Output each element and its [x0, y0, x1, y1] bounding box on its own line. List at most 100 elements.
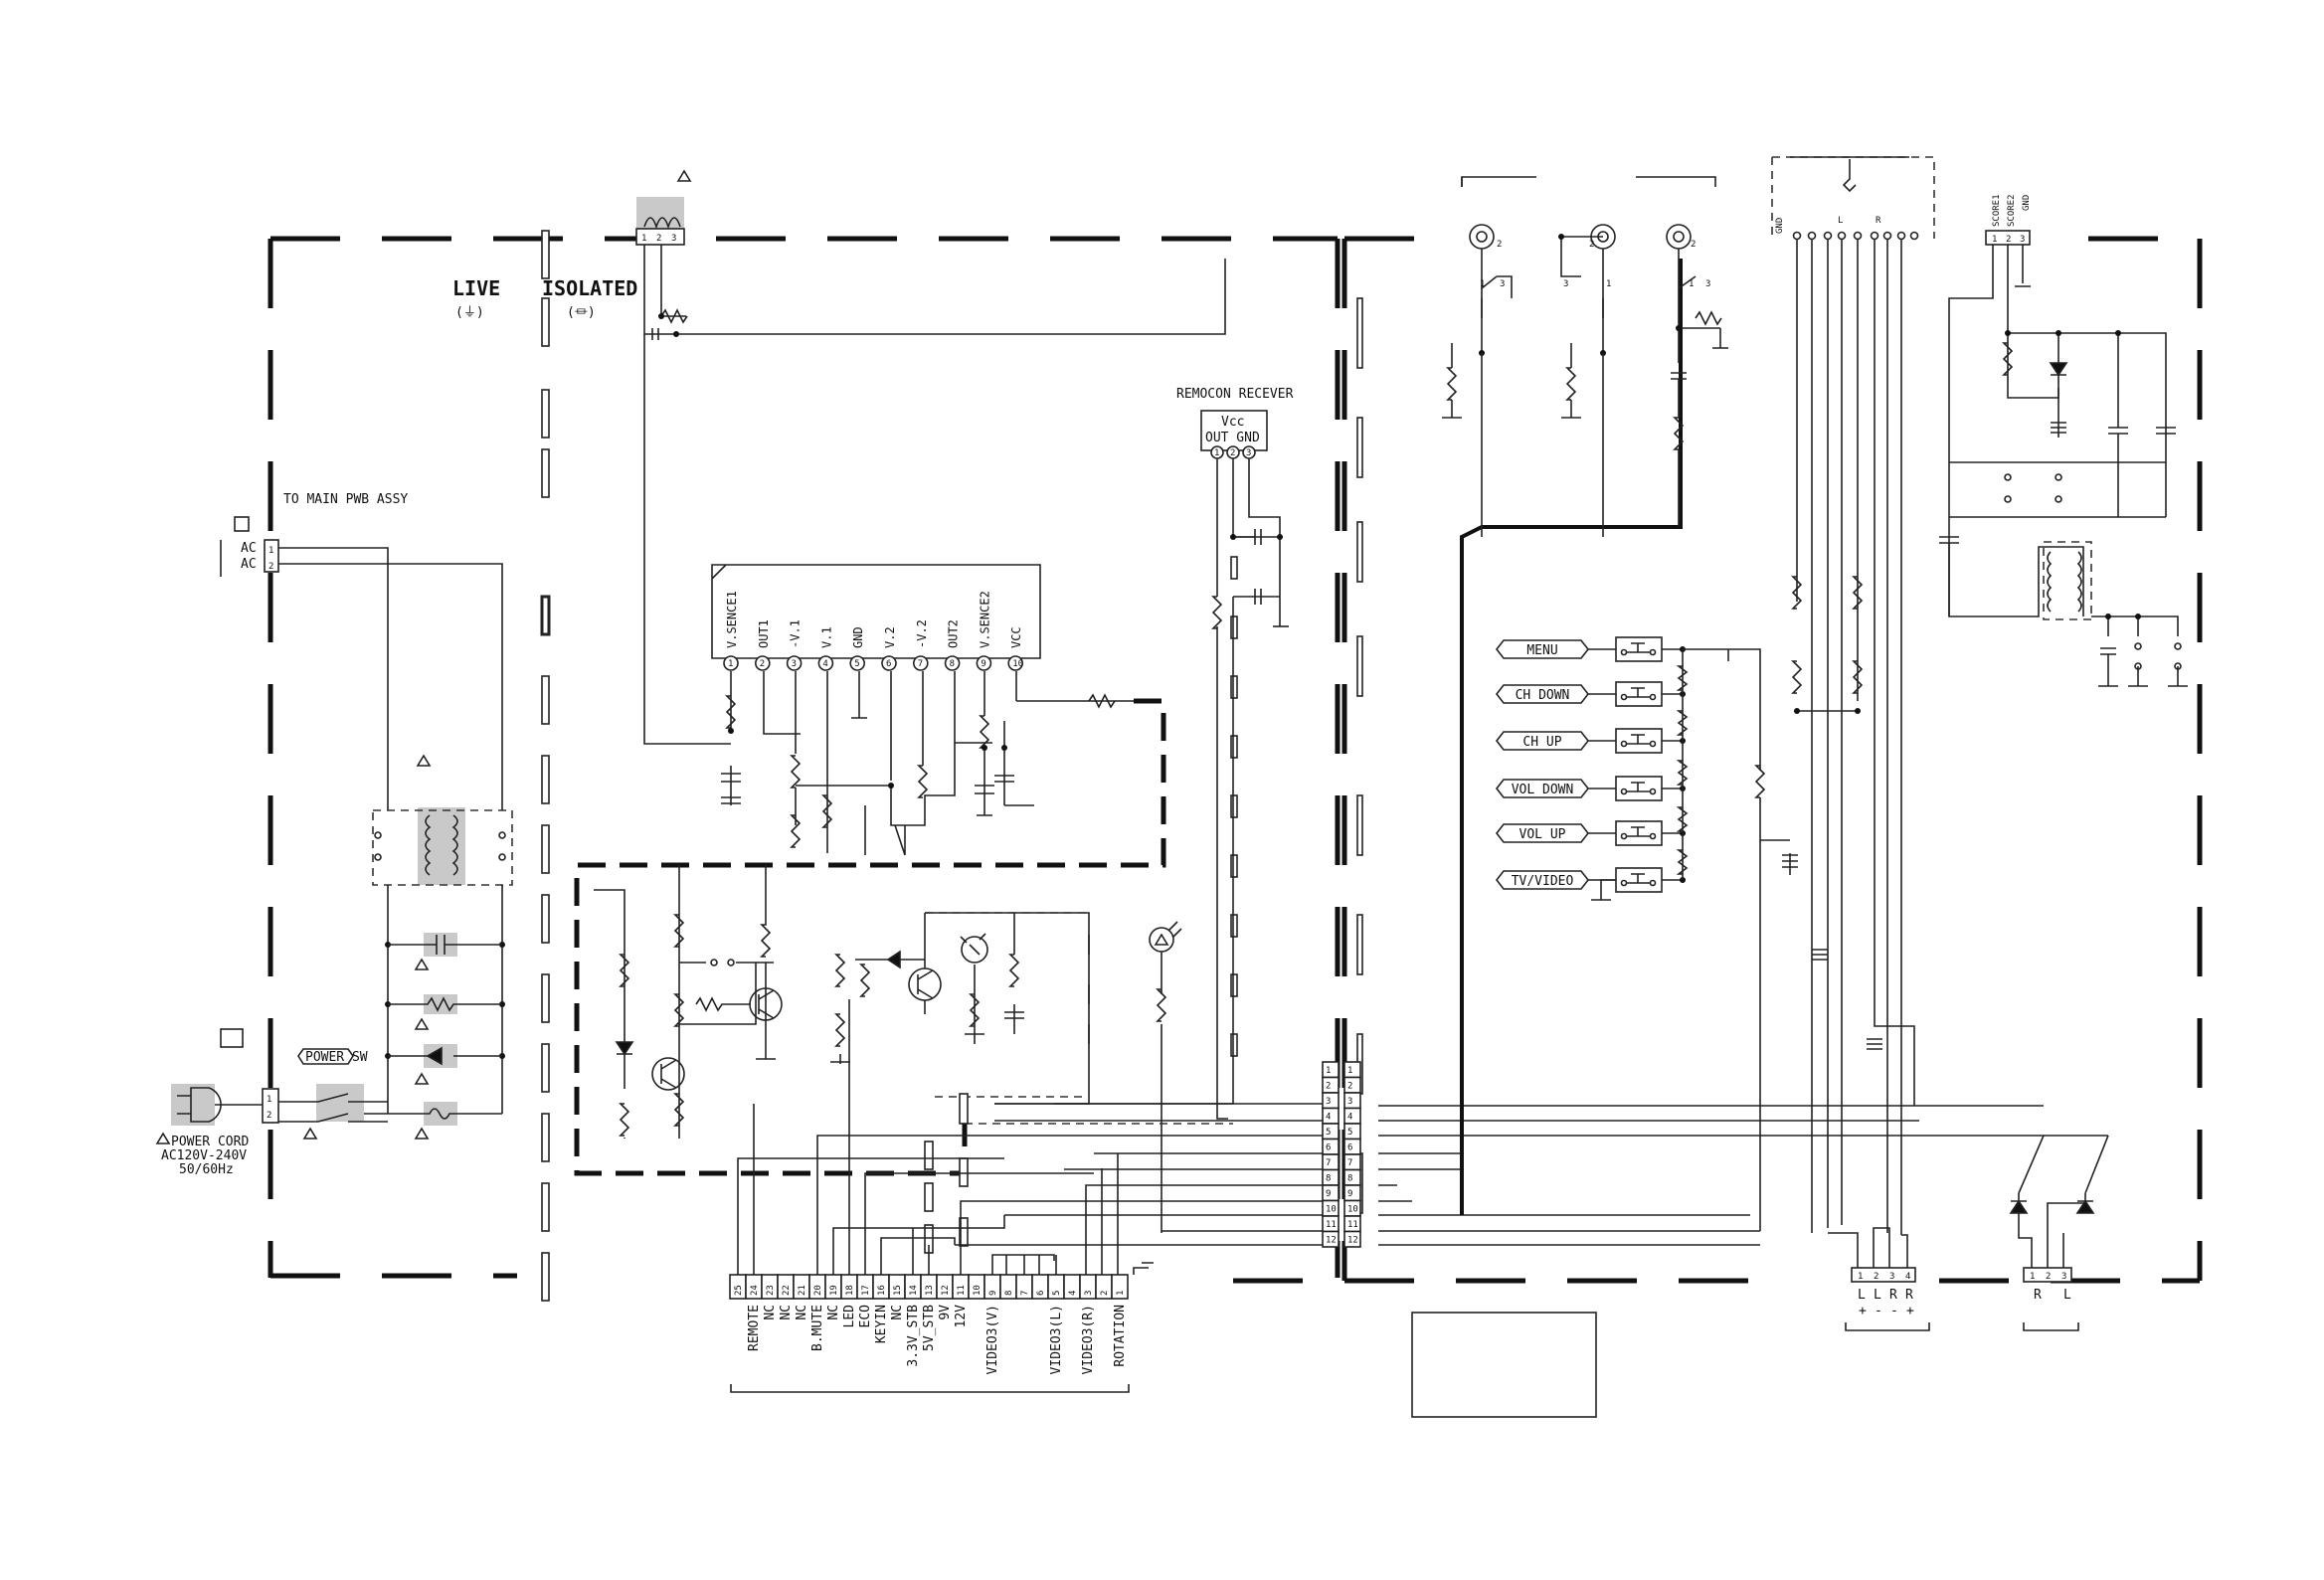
- ac-pin2-label: AC: [241, 557, 257, 572]
- board-border-right: [1341, 236, 2203, 1284]
- bottom-conn-num: 22: [782, 1285, 792, 1296]
- mid-conn-num: 3: [1326, 1097, 1331, 1107]
- mid-conn-num: 8: [1347, 1174, 1352, 1184]
- hp-pin: [1792, 231, 1802, 241]
- bottom-conn-num: 5: [1052, 1291, 1062, 1296]
- bottom-conn-label: 12V: [954, 1305, 969, 1328]
- svg-text:3: 3: [1500, 279, 1505, 289]
- standby-control-block: [594, 865, 783, 1139]
- ic-pin-number: 8: [950, 659, 955, 669]
- score2-label: SCORE2: [2007, 194, 2017, 227]
- ac-pin1-label: AC: [241, 541, 257, 556]
- bottom-stubs: [924, 556, 1238, 1254]
- bottom-conn-num: 3: [1084, 1291, 1094, 1296]
- bottom-conn-label: B.MUTE: [810, 1305, 825, 1351]
- ic-pin-label: -V.2: [915, 619, 929, 648]
- power-cord-label: POWER CORD: [171, 1135, 249, 1149]
- bottom-conn-num: 12: [941, 1285, 951, 1296]
- svg-text:2: 2: [656, 234, 661, 244]
- key-label: CH UP: [1522, 735, 1561, 750]
- hp-pin: [1882, 231, 1892, 241]
- mid-conn-pin-left: [1322, 1230, 1340, 1248]
- mid-conn-num: 10: [1347, 1205, 1358, 1215]
- isolated-symbol: (⏛): [567, 305, 596, 320]
- remocon-pins-label: OUT GND: [1205, 431, 1260, 445]
- svg-text:4: 4: [1905, 1272, 1910, 1282]
- bottom-conn-label: NC: [826, 1305, 841, 1320]
- speaker-pm-label: +: [1859, 1304, 1867, 1318]
- bottom-conn-num: 6: [1036, 1291, 1046, 1296]
- bottom-conn-num: 11: [957, 1285, 967, 1296]
- varistor: [388, 1044, 502, 1085]
- ic-pin-label: V.1: [819, 626, 833, 648]
- fuse: [328, 1102, 502, 1140]
- bottom-conn-num: 18: [845, 1285, 855, 1296]
- ic-pin: [786, 655, 803, 671]
- ic-pin-number: 6: [886, 659, 891, 669]
- ic-pin: [976, 655, 992, 671]
- speaker-lr-label: L: [1858, 1288, 1866, 1303]
- hp-pin: [1823, 231, 1833, 241]
- svg-text:1: 1: [641, 234, 646, 244]
- bottom-conn-label: NC: [890, 1305, 905, 1320]
- bottom-conn-num: 1: [1116, 1291, 1126, 1296]
- mid-conn-num: 2: [1347, 1082, 1352, 1092]
- mid-conn-num: 5: [1347, 1128, 1352, 1138]
- bottom-conn-label: ROTATION: [1113, 1305, 1128, 1367]
- bottom-conn-label: KEYIN: [874, 1305, 889, 1343]
- ic-pin-label: OUT1: [757, 619, 771, 648]
- bottom-conn-num: 21: [798, 1285, 807, 1296]
- surge-resistor: [388, 994, 502, 1030]
- svg-text:1: 1: [1214, 448, 1219, 458]
- svg-text:1: 1: [1858, 1272, 1863, 1282]
- ac-connector: TO MAIN PWB ASSY AC AC 12: [220, 492, 503, 810]
- bottom-conn-num: 19: [829, 1285, 839, 1296]
- speaker-pm-label: +: [1906, 1304, 1914, 1318]
- mid-conn-num: 11: [1326, 1220, 1337, 1230]
- ic-pin-number: 2: [760, 659, 765, 669]
- key-label: MENU: [1526, 643, 1557, 658]
- speaker-pm-label: -: [1875, 1304, 1882, 1318]
- bottom-conn-label: VIDEO3(V): [985, 1305, 1000, 1374]
- bottom-conn-label: NC: [763, 1305, 778, 1320]
- ic-pin-label: V.2: [883, 626, 897, 648]
- mid-conn-num: 1: [1326, 1066, 1331, 1076]
- svg-text:1: 1: [1992, 235, 1997, 245]
- svg-text:3: 3: [1563, 279, 1568, 289]
- svg-text:2: 2: [268, 562, 273, 572]
- score-gnd-label: GND: [2022, 195, 2032, 211]
- key-label: VOL UP: [1520, 827, 1566, 842]
- ic-pin-label: OUT2: [947, 619, 961, 648]
- bottom-conn-num: 14: [909, 1285, 919, 1296]
- svg-text:1: 1: [268, 546, 273, 556]
- power-ac-label: AC120V-240V: [161, 1148, 247, 1163]
- bottom-conn-label: 5V_STB: [922, 1305, 937, 1351]
- mid-conn-num: 9: [1347, 1189, 1352, 1199]
- hp-pin: [1896, 231, 1906, 241]
- svg-text:1: 1: [1689, 279, 1694, 289]
- ic-pin-number: 4: [822, 659, 827, 669]
- headphone-jack: GND L R: [1771, 156, 1935, 1235]
- svg-text:2: 2: [2046, 1272, 2051, 1282]
- bottom-conn-num: 8: [1004, 1291, 1014, 1296]
- svg-text:3: 3: [1705, 279, 1710, 289]
- svg-text:2: 2: [1874, 1272, 1878, 1282]
- svg-text:3: 3: [2020, 235, 2025, 245]
- mid-conn-num: 11: [1347, 1220, 1358, 1230]
- mid-conn-num: 1: [1347, 1066, 1352, 1076]
- key-label: TV/VIDEO: [1512, 874, 1574, 889]
- hp-r-label: R: [1876, 216, 1881, 226]
- power-hz-label: 50/60Hz: [179, 1162, 234, 1177]
- mid-conn-num: 2: [1326, 1082, 1331, 1092]
- bottom-conn-label: VIDEO3(L): [1049, 1305, 1064, 1374]
- bottom-conn-num: 4: [1068, 1291, 1078, 1296]
- led-photo-block: [830, 912, 1182, 1233]
- bottom-conn-num: 10: [973, 1285, 983, 1296]
- blank-notes-box: [1411, 1312, 1597, 1418]
